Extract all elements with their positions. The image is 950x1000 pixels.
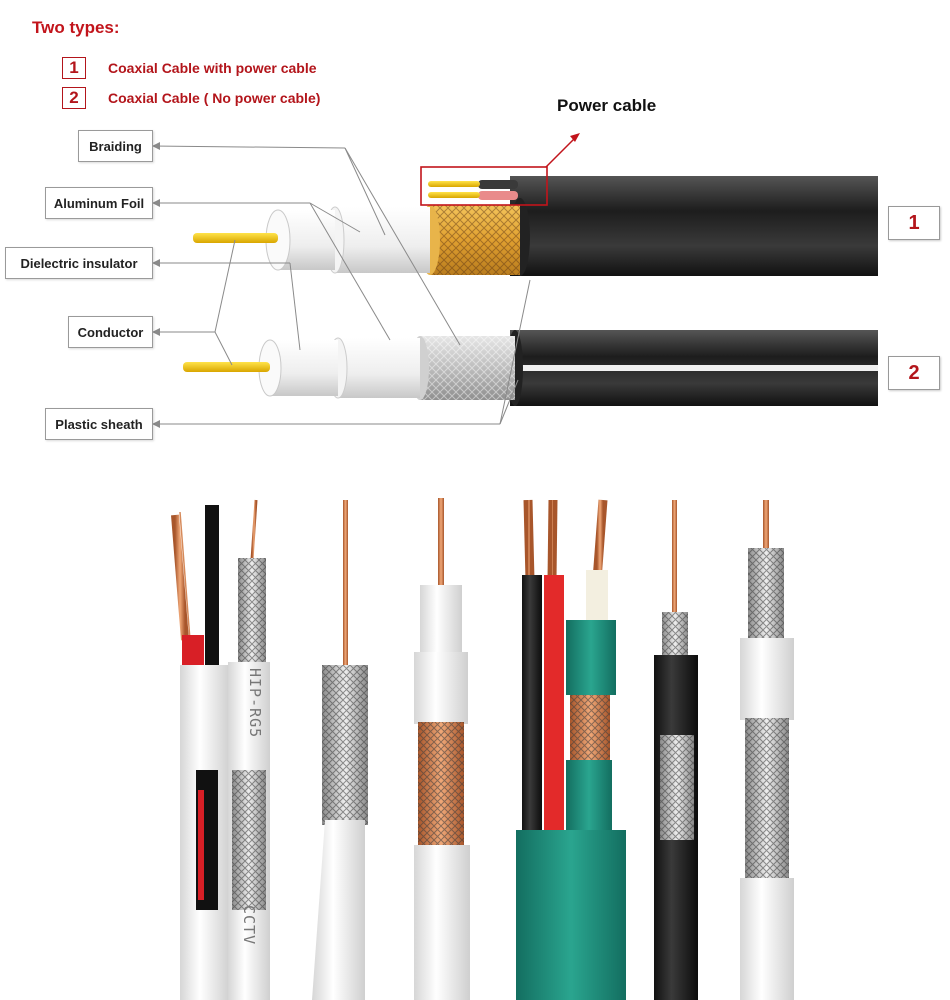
leader-arrowheads <box>152 142 160 428</box>
cable-1-aluminum-foil <box>335 207 430 273</box>
power-cable-label: Power cable <box>557 96 657 115</box>
cable-2-aluminum-foil <box>338 338 420 398</box>
type-number-2: 2 <box>62 87 86 109</box>
cable-1-conductor <box>193 233 278 243</box>
type-item-2: 2 Coaxial Cable ( No power cable) <box>62 87 320 109</box>
cable-number-1: 1 <box>888 206 940 240</box>
sample-cable-siamese <box>171 499 270 1000</box>
cable-2-cross-section <box>183 330 878 406</box>
cable-2-conductor <box>183 362 270 372</box>
cable-number-2: 2 <box>888 356 940 390</box>
cable-1-outer-sheath <box>510 176 878 276</box>
type-label-1: Coaxial Cable with power cable <box>108 60 317 76</box>
sample-cable-b <box>312 500 368 1000</box>
label-conductor: Conductor <box>68 316 153 348</box>
label-dielectric-insulator: Dielectric insulator <box>5 247 153 279</box>
label-braiding: Braiding <box>78 130 153 162</box>
type-item-1: 1 Coaxial Cable with power cable <box>62 57 317 79</box>
sample-cable-black <box>654 500 698 1000</box>
label-aluminum-foil: Aluminum Foil <box>45 187 153 219</box>
cable-samples <box>171 498 794 1000</box>
sample-cable-c <box>414 498 470 1000</box>
power-cable-highlight-box <box>420 166 548 206</box>
cable-print-mark-upper: HIP-RG5 <box>246 668 264 739</box>
cable-1-cross-section <box>193 133 878 276</box>
label-plastic-sheath: Plastic sheath <box>45 408 153 440</box>
power-cable-arrow-icon <box>570 133 580 142</box>
cable-print-mark-lower: CCTV <box>240 905 258 946</box>
diagram-heading: Two types: <box>32 18 120 37</box>
type-number-1: 1 <box>62 57 86 79</box>
type-label-2: Coaxial Cable ( No power cable) <box>108 90 321 106</box>
sample-cable-f <box>740 500 794 1000</box>
leader-lines <box>151 145 531 425</box>
sample-cable-teal <box>516 499 626 1000</box>
